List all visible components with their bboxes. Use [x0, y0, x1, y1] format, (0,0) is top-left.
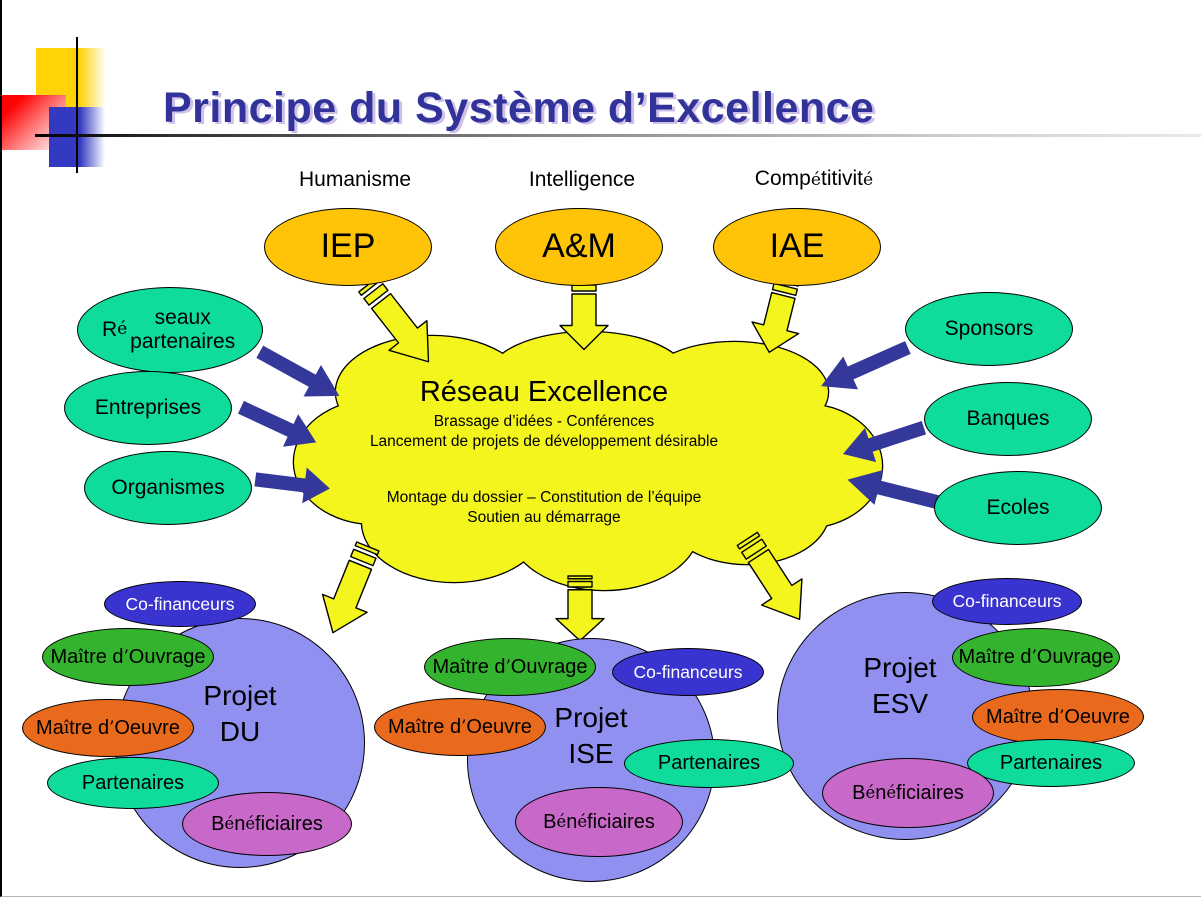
ise-cofinanceurs: Co-financeurs	[612, 648, 764, 696]
esv-cofinanceurs: Co-financeurs	[932, 578, 1082, 625]
ellipse-organismes: Organismes	[84, 451, 252, 525]
ellipse-iep: IEP	[264, 208, 432, 286]
title-underline	[35, 134, 1201, 137]
cloud-line-2: Lancement de projets de développement dé…	[369, 433, 719, 450]
arrow-sponsors-to-cloud	[821, 341, 911, 390]
projet-esv-line1: Projet	[863, 652, 937, 683]
projet-ise-line1: Projet	[554, 702, 628, 733]
du-cofinanceurs: Co-financeurs	[104, 581, 256, 627]
decoration-vertical-line	[76, 37, 78, 173]
ellipse-am: A&M	[495, 208, 663, 286]
projet-ise-name: Projet ISE	[516, 700, 666, 773]
cloud-title: Réseau Excellence	[419, 376, 669, 408]
arrow-ecoles-to-cloud	[847, 470, 942, 510]
ellipse-entreprises: Entreprises	[64, 371, 232, 445]
projet-du-line1: Projet	[203, 680, 277, 711]
pillar-label-intelligence: Intelligence	[528, 168, 636, 191]
arrow-organismes-to-cloud	[254, 467, 330, 504]
ellipse-sponsors: Sponsors	[905, 292, 1073, 366]
du-partenaires: Partenaires	[47, 757, 219, 809]
arrow-reseaux-to-cloud	[256, 345, 340, 397]
ellipse-iae: IAE	[713, 208, 881, 286]
esv-partenaires: Partenaires	[967, 739, 1135, 787]
projet-esv-line2: ESV	[871, 688, 929, 720]
ellipse-ecoles: Ecoles	[934, 471, 1102, 545]
arrow-cloud-to-esv	[726, 525, 823, 636]
cloud-spacer	[309, 453, 779, 487]
ise-partenaires: Partenaires	[624, 739, 794, 788]
projet-esv-name: Projet ESV	[825, 650, 975, 723]
cloud-text-block: Réseau Excellence Brassage d’idées - Con…	[309, 376, 779, 529]
pillar-label-competitivite: Compétitivité	[754, 167, 874, 190]
cloud-line-4: Soutien au démarrage	[467, 509, 621, 526]
arrow-iep-to-cloud	[348, 269, 451, 380]
arrow-banques-to-cloud	[842, 421, 927, 463]
slide-title: Principe du Système d’Excellence	[163, 84, 875, 132]
excellence-cloud	[292, 330, 884, 592]
ellipse-banques: Banques	[924, 382, 1092, 456]
cloud-line-3: Montage du dossier – Constitution de l’é…	[386, 489, 702, 506]
projet-ise-line2: ISE	[568, 738, 614, 770]
projet-du-line2: DU	[219, 716, 261, 748]
arrow-am-to-cloud	[558, 279, 610, 351]
arrow-cloud-to-ise	[554, 576, 606, 642]
arrow-entreprises-to-cloud	[237, 400, 317, 447]
projet-du-name: Projet DU	[165, 678, 315, 751]
cloud-line-1: Brassage d’idées - Conférences	[433, 413, 655, 430]
pillar-label-humanisme: Humanisme	[298, 168, 412, 191]
arrow-cloud-to-du	[308, 537, 392, 645]
